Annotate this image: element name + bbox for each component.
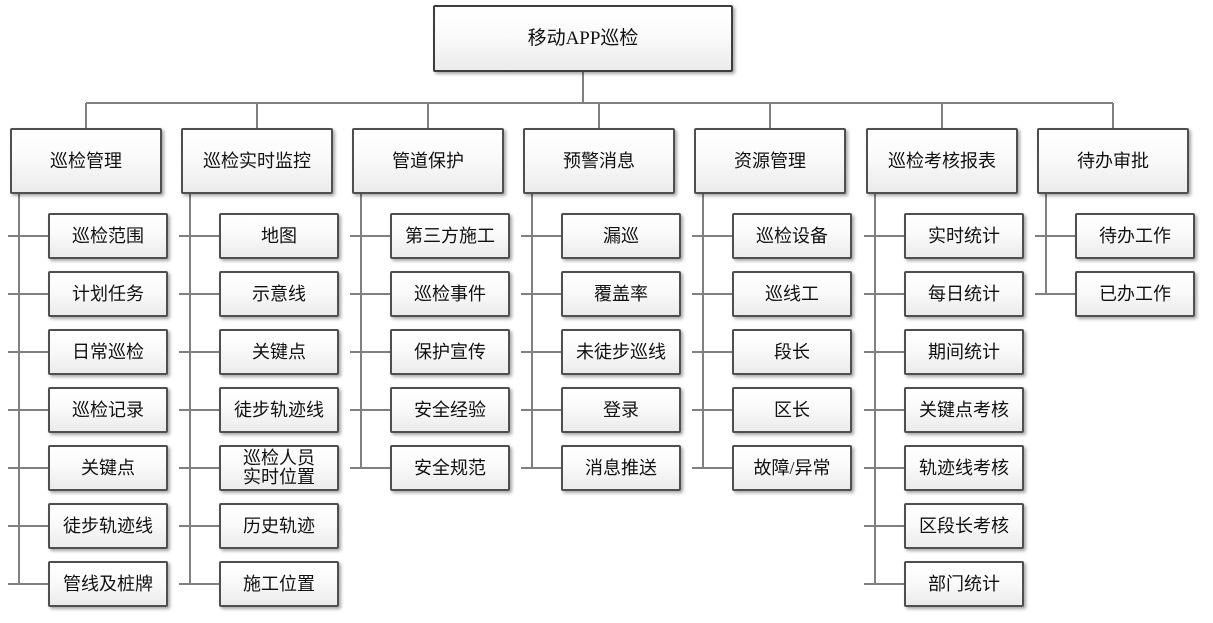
leaf-node: 区段长考核: [904, 503, 1024, 549]
leaf-node: 已办工作: [1075, 271, 1195, 317]
leaf-node: 徒步轨迹线: [48, 503, 168, 549]
leaf-node: 每日统计: [904, 271, 1024, 317]
branch-node: 巡检考核报表: [866, 128, 1018, 194]
leaf-node: 安全经验: [390, 387, 510, 433]
leaf-node: 巡检范围: [48, 213, 168, 259]
leaf-node: 巡检记录: [48, 387, 168, 433]
leaf-node: 管线及桩牌: [48, 561, 168, 607]
branch-node: 巡检实时监控: [181, 128, 333, 194]
leaf-node: 安全规范: [390, 445, 510, 491]
leaf-node: 关键点: [48, 445, 168, 491]
root-node: 移动APP巡检: [433, 5, 733, 72]
branch-node: 资源管理: [694, 128, 846, 194]
leaf-node: 巡检人员 实时位置: [219, 445, 339, 491]
leaf-node: 漏巡: [561, 213, 681, 259]
branch-node: 预警消息: [523, 128, 675, 194]
leaf-node: 计划任务: [48, 271, 168, 317]
leaf-node: 区长: [732, 387, 852, 433]
leaf-node: 徒步轨迹线: [219, 387, 339, 433]
leaf-node: 覆盖率: [561, 271, 681, 317]
leaf-node: 示意线: [219, 271, 339, 317]
leaf-node: 未徒步巡线: [561, 329, 681, 375]
leaf-node: 第三方施工: [390, 213, 510, 259]
leaf-node: 保护宣传: [390, 329, 510, 375]
leaf-node: 待办工作: [1075, 213, 1195, 259]
leaf-node: 巡检设备: [732, 213, 852, 259]
leaf-node: 关键点考核: [904, 387, 1024, 433]
branch-node: 巡检管理: [10, 128, 162, 194]
leaf-node: 巡检事件: [390, 271, 510, 317]
leaf-node: 登录: [561, 387, 681, 433]
leaf-node: 故障/异常: [732, 445, 852, 491]
leaf-node: 部门统计: [904, 561, 1024, 607]
leaf-node: 日常巡检: [48, 329, 168, 375]
leaf-node: 消息推送: [561, 445, 681, 491]
branch-node: 待办审批: [1037, 128, 1189, 194]
leaf-node: 巡线工: [732, 271, 852, 317]
leaf-node: 轨迹线考核: [904, 445, 1024, 491]
leaf-node: 施工位置: [219, 561, 339, 607]
branch-node: 管道保护: [352, 128, 504, 194]
leaf-node: 关键点: [219, 329, 339, 375]
leaf-node: 历史轨迹: [219, 503, 339, 549]
leaf-node: 实时统计: [904, 213, 1024, 259]
leaf-node: 段长: [732, 329, 852, 375]
leaf-node: 地图: [219, 213, 339, 259]
leaf-node: 期间统计: [904, 329, 1024, 375]
